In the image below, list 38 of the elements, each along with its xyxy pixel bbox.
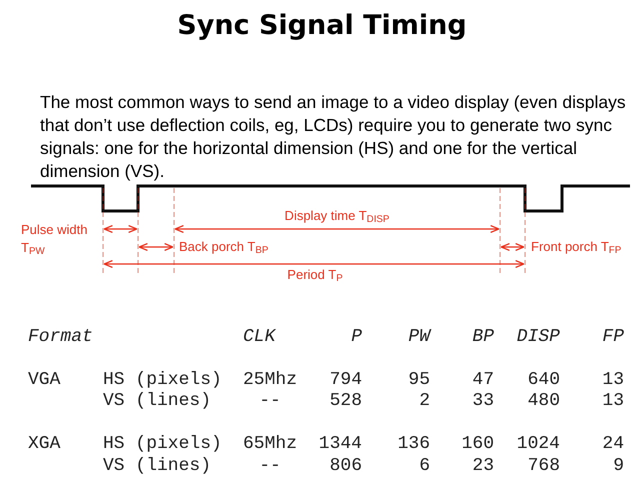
table-cell-text: 528 <box>328 390 362 412</box>
table-cell-text: 9 <box>612 455 624 477</box>
table-cell-text: 6 <box>418 455 430 477</box>
table-cell-text: 2 <box>418 390 430 412</box>
table-cell-text: HS (pixels) <box>103 433 223 455</box>
table-cell-text: VGA <box>28 369 62 391</box>
table-cell-text: 640 <box>526 369 560 391</box>
table-cell-text: 23 <box>471 455 494 477</box>
table-cell-text: 13 <box>601 369 624 391</box>
table-cell-text: 24 <box>601 433 624 455</box>
table-cell-text: 47 <box>471 369 494 391</box>
table-cell-text: 160 <box>460 433 494 455</box>
column-header: FP <box>601 326 624 348</box>
table-cell-text: -- <box>258 455 282 477</box>
column-header: CLK <box>243 326 277 348</box>
column-header: BP <box>471 326 494 348</box>
table-cell-text: -- <box>258 390 282 412</box>
title: Sync Signal Timing <box>176 9 468 43</box>
table-cell-text: 33 <box>471 390 494 412</box>
column-header: DISP <box>516 326 560 348</box>
table-cell-text: 1344 <box>318 433 362 455</box>
table-cell-text: HS (pixels) <box>103 369 223 391</box>
column-header: P <box>350 326 362 348</box>
table-cell-text: 768 <box>526 455 560 477</box>
table-cell-text: VS (lines) <box>103 455 212 477</box>
table-cell-text: 65Mhz <box>242 433 298 455</box>
table-cell-text: 95 <box>407 369 430 391</box>
table-cell-text: XGA <box>28 433 62 455</box>
table-cell-text: VS (lines) <box>103 390 212 412</box>
table-cell-text: 1024 <box>516 433 560 455</box>
intro-paragraph: The most common ways to send an image to a video display (even displays that don’t use deflection coils, eg, LCDs) require you to generate two sync signals: one for the horizontal dimension (HS) and one for the vertical dimension (VS). <box>40 91 627 183</box>
table-cell-text: 794 <box>328 369 362 391</box>
table-cell-text: 806 <box>328 455 362 477</box>
table-cell-text: 13 <box>601 390 624 412</box>
table-cell-text: 136 <box>396 433 430 455</box>
column-header: PW <box>407 326 430 348</box>
table-cell-text: 25Mhz <box>242 369 298 391</box>
table-cell-text: 480 <box>526 390 560 412</box>
